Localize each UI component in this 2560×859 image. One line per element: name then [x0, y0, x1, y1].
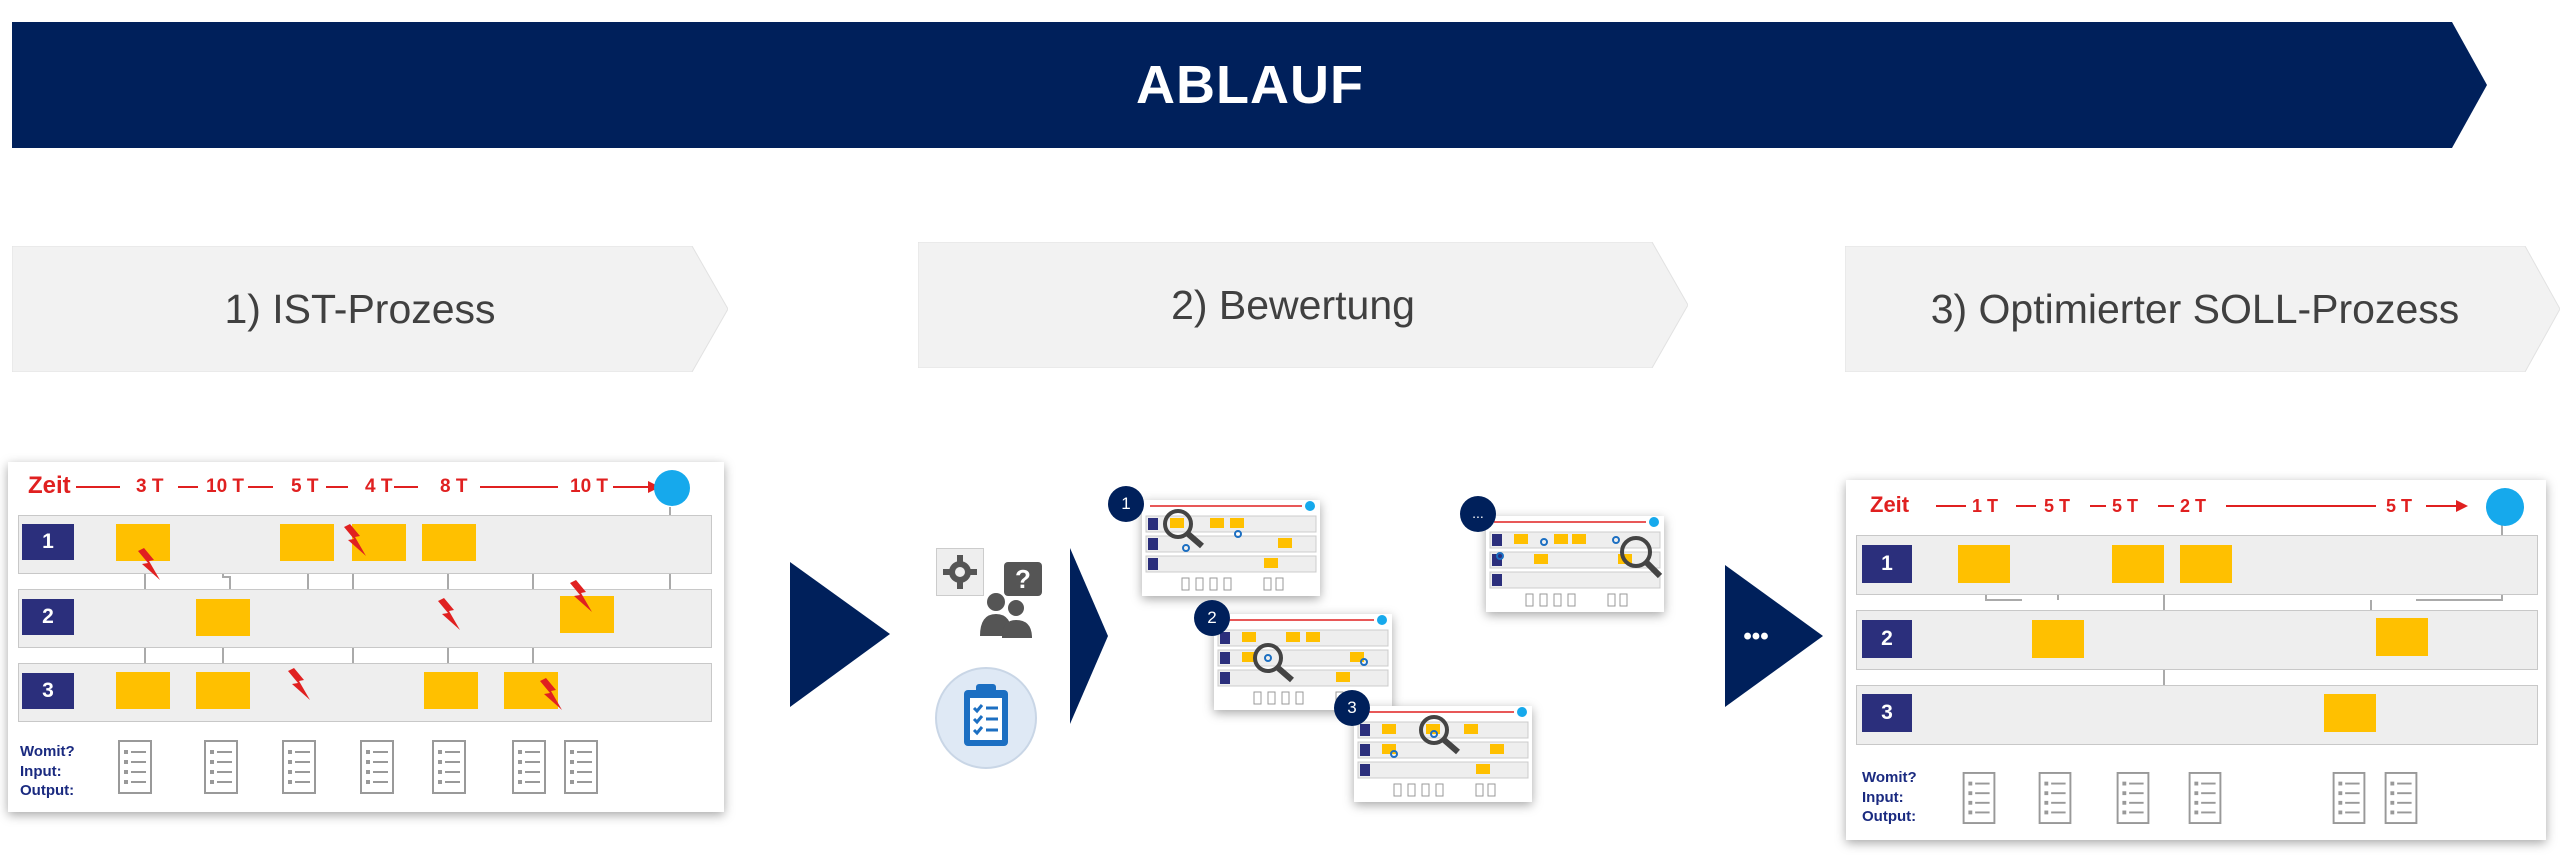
ist-lane-number: 3	[22, 673, 74, 709]
ellipsis-icon: •••	[1743, 623, 1769, 650]
ist-task	[196, 599, 250, 636]
ablauf-banner	[12, 22, 2487, 148]
soll-time-label: 5 T	[2386, 496, 2413, 516]
gear-icon	[936, 548, 984, 596]
flow-arrow-triangle-small	[1070, 548, 1108, 724]
ist-time-label: 10 T	[570, 476, 609, 497]
document-icon	[1962, 772, 1996, 824]
flow-arrow-triangle	[790, 562, 890, 707]
document-icon	[2332, 772, 2366, 824]
ist-process-card: Zeit 3 T 10 T 5 T 4 T 8 T 10 T 1 2 3	[8, 462, 724, 812]
ist-task	[352, 524, 406, 561]
soll-process-card: Zeit 1 T 5 T 5 T 2 T 5 T 1 2 3 Womit? In…	[1846, 480, 2546, 840]
ist-time-label: 8 T	[440, 476, 468, 497]
lightning-icon	[540, 678, 562, 710]
ist-task	[196, 672, 250, 709]
soll-end-circle	[2486, 488, 2524, 526]
ist-time-label: 10 T	[206, 476, 245, 497]
document-icon	[2038, 772, 2072, 824]
ist-task	[116, 672, 170, 709]
legend-output: Output:	[20, 782, 75, 799]
document-icon	[360, 740, 394, 794]
clipboard-checklist-icon	[935, 667, 1037, 769]
document-icon	[2116, 772, 2150, 824]
phase-chevron-ist	[12, 246, 728, 372]
badge-number: 1	[1108, 486, 1144, 522]
soll-time-label: 1 T	[1972, 496, 1999, 516]
soll-time-label: 5 T	[2044, 496, 2071, 516]
soll-task	[2324, 694, 2376, 732]
lightning-icon	[138, 548, 160, 580]
document-icon	[2188, 772, 2222, 824]
badge-number: 3	[1334, 690, 1370, 726]
mini-process-card	[1354, 706, 1532, 802]
mini-process-card	[1142, 500, 1320, 596]
document-icon	[282, 740, 316, 794]
phase-label-bewertung: 2) Bewertung	[1171, 282, 1415, 328]
legend-input: Input:	[1862, 788, 1904, 806]
mini-process-card	[1486, 516, 1664, 612]
banner-title: ABLAUF	[1136, 55, 1364, 115]
document-icon	[512, 740, 546, 794]
soll-task	[1958, 545, 2010, 583]
people-icon	[980, 593, 1032, 638]
ist-task	[560, 596, 614, 633]
phase-chevron-bewertung	[918, 242, 1688, 368]
document-icon	[432, 740, 466, 794]
badge-number: ...	[1460, 496, 1496, 532]
lightning-icon	[570, 580, 592, 612]
soll-task	[2032, 620, 2084, 658]
ist-time-label: 3 T	[136, 476, 164, 497]
document-icon	[2384, 772, 2418, 824]
soll-lane-number: 3	[1862, 694, 1912, 732]
legend-output: Output:	[1862, 808, 1917, 825]
lightning-icon	[288, 668, 310, 700]
soll-zeit-label: Zeit	[1870, 492, 1910, 517]
phase-chevron-soll	[1845, 246, 2560, 372]
ist-lane-number: 1	[22, 524, 74, 560]
legend-womit: Womit?	[1862, 769, 1917, 786]
phase-label-ist: 1) IST-Prozess	[224, 286, 496, 332]
phase-label-soll: 3) Optimierter SOLL-Prozess	[1930, 286, 2460, 332]
ist-time-label: 4 T	[365, 476, 393, 497]
flow-arrow-triangle	[1725, 565, 1823, 707]
lightning-icon	[438, 598, 460, 630]
document-icon	[118, 740, 152, 794]
ist-task	[424, 672, 478, 709]
lightning-icon	[344, 524, 366, 556]
badge-number: 2	[1194, 600, 1230, 636]
soll-lane	[1856, 685, 2538, 745]
question-icon: ?	[1004, 562, 1042, 596]
soll-task	[2180, 545, 2232, 583]
ist-end-circle	[654, 470, 690, 506]
soll-lane	[1856, 610, 2538, 670]
soll-task	[2112, 545, 2164, 583]
legend-input: Input:	[20, 762, 62, 780]
ist-time-label: 5 T	[291, 476, 319, 497]
ist-lane-number: 2	[22, 599, 74, 635]
legend-womit: Womit?	[20, 743, 75, 760]
ist-task	[280, 524, 334, 561]
soll-legend: Womit? Input: Output:	[1862, 768, 1917, 827]
soll-task	[2376, 618, 2428, 656]
soll-lane-number: 1	[1862, 545, 1912, 583]
ist-zeit-label: Zeit	[28, 472, 71, 499]
ist-legend: Womit? Input: Output:	[20, 742, 75, 801]
soll-time-label: 5 T	[2112, 496, 2139, 516]
soll-lane-number: 2	[1862, 620, 1912, 658]
soll-time-label: 2 T	[2180, 496, 2207, 516]
ist-task	[422, 524, 476, 561]
document-icon	[564, 740, 598, 794]
document-icon	[204, 740, 238, 794]
